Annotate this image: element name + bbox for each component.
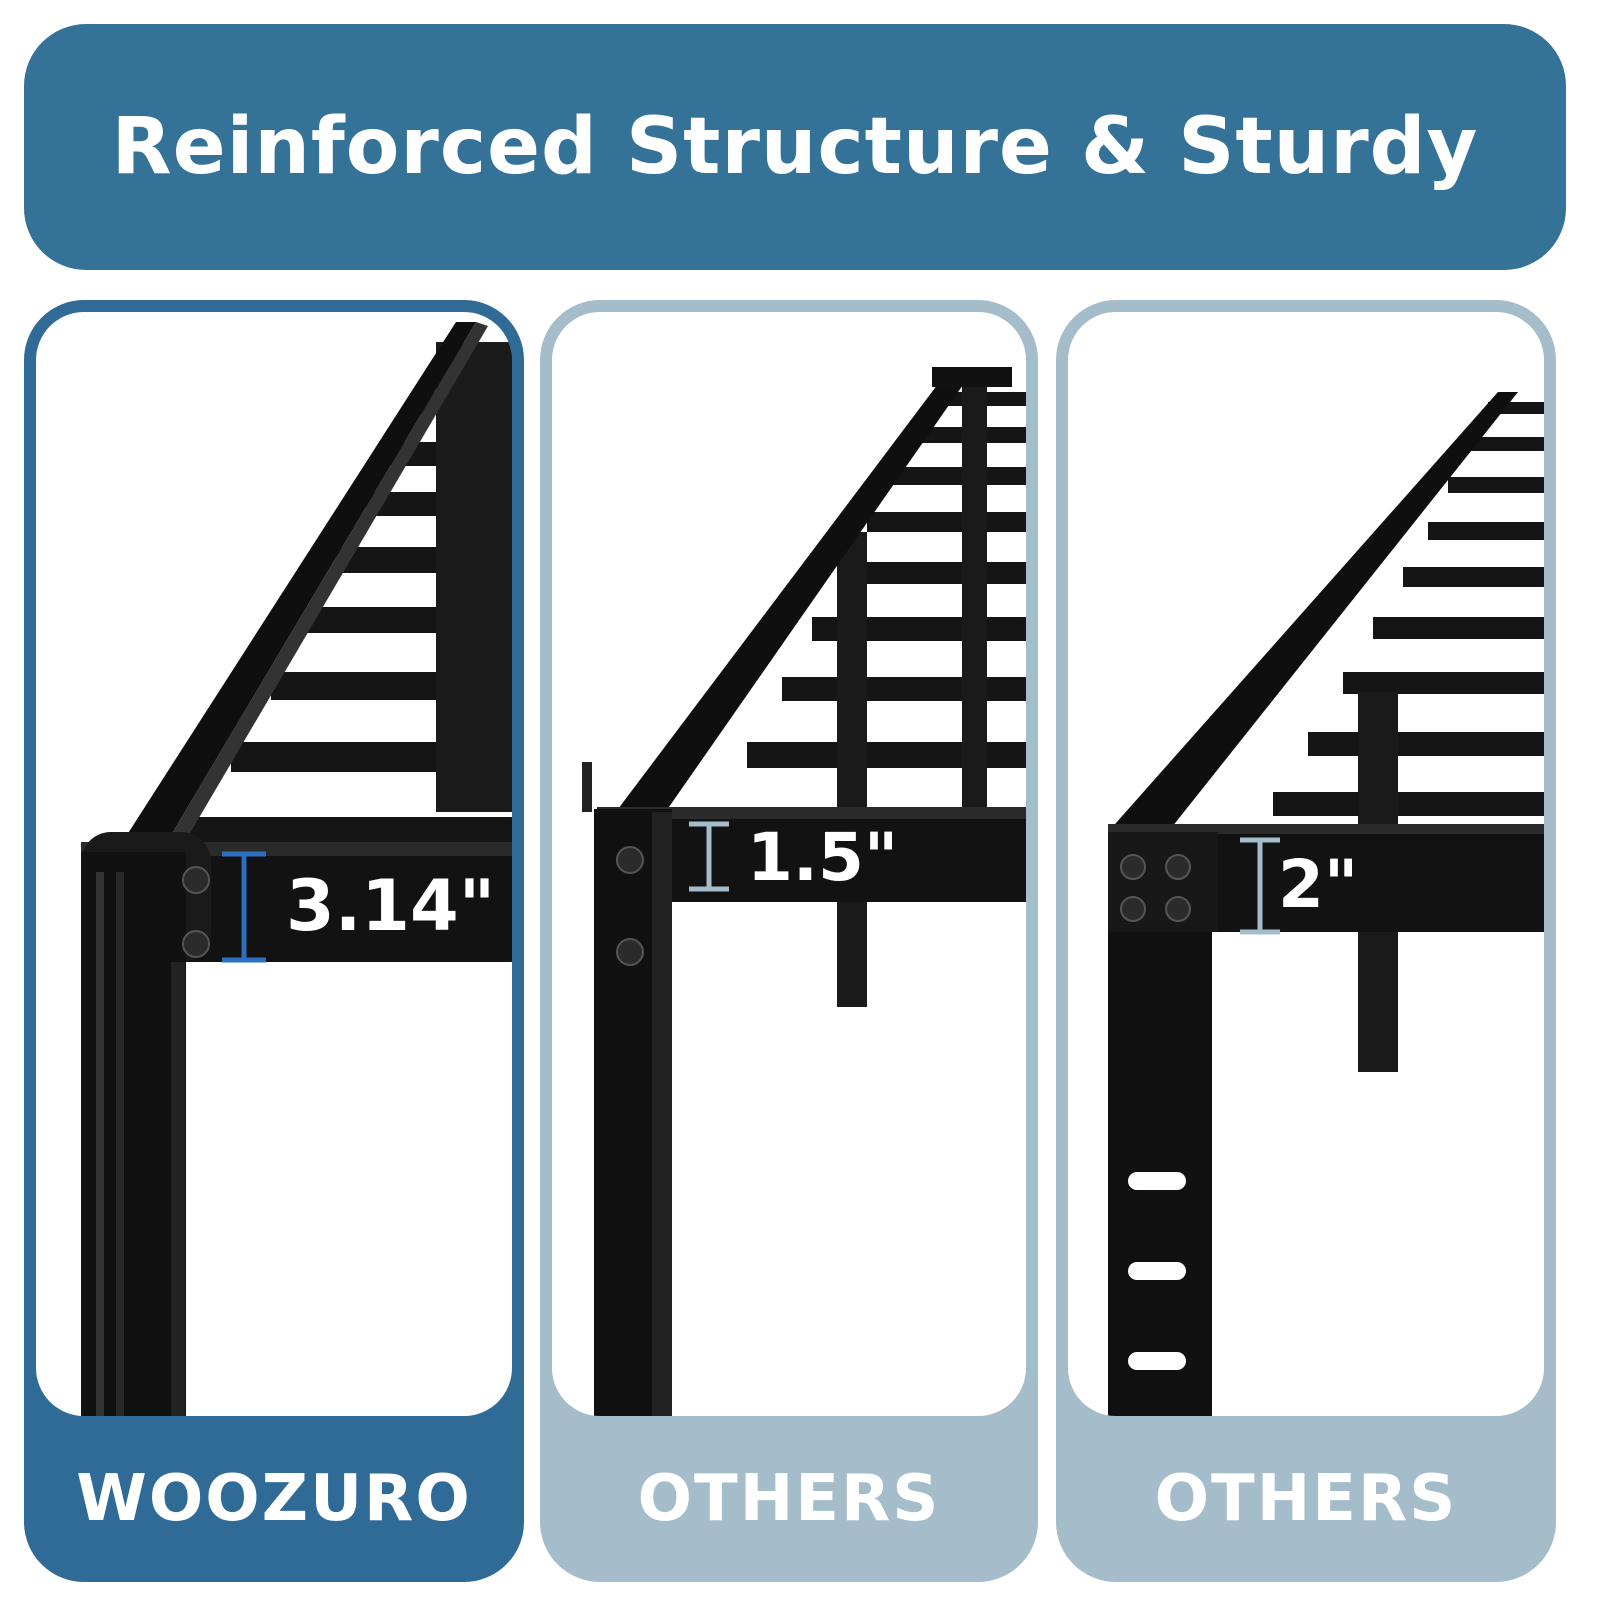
others-frame-photo-1: 1.5" xyxy=(552,312,1026,1416)
woozuro-measurement: 3.14" xyxy=(286,865,495,947)
others-measurement-1: 1.5" xyxy=(747,819,898,896)
page-title: Reinforced Structure & Sturdy xyxy=(111,102,1479,192)
woozuro-bed-frame-illustration: 3.14" xyxy=(81,322,512,1416)
others-bed-frame-illustration-1: 1.5" xyxy=(582,367,1026,1416)
others-panel-1: 1.5" OTHERS xyxy=(540,300,1038,1582)
others-label-2: OTHERS xyxy=(1154,1462,1458,1536)
header-banner: Reinforced Structure & Sturdy xyxy=(24,24,1566,270)
others-panel-2: 2" OTHERS xyxy=(1056,300,1556,1582)
woozuro-frame-photo: 3.14" xyxy=(36,312,512,1416)
woozuro-label: WOOZURO xyxy=(76,1462,472,1536)
others-frame-photo-2: 2" xyxy=(1068,312,1544,1416)
woozuro-panel: 3.14" WOOZURO xyxy=(24,300,524,1582)
others-measurement-2: 2" xyxy=(1278,846,1358,923)
others-label-1: OTHERS xyxy=(637,1462,941,1536)
others-bed-frame-illustration-2: 2" xyxy=(1108,392,1544,1416)
